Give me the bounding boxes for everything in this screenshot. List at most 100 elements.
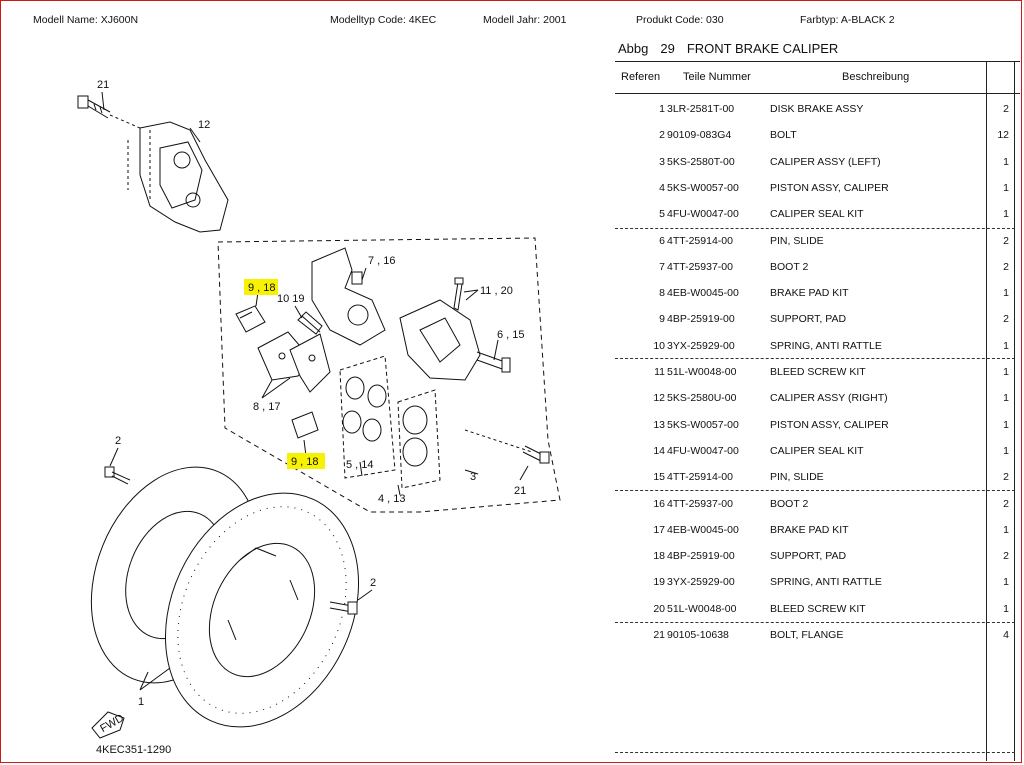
section-prefix: Abbg — [618, 41, 649, 56]
ref-cell: 15 — [653, 471, 665, 484]
quantity-cell: 1 — [1003, 181, 1009, 194]
part-number-cell: 51L-W0048-00 — [667, 602, 737, 615]
quantity-cell: 12 — [997, 129, 1009, 142]
brake-pad-icon — [257, 331, 331, 393]
quantity-cell: 1 — [1003, 444, 1009, 457]
description-cell: CALIPER SEAL KIT — [770, 208, 864, 221]
description-cell: BOLT — [770, 129, 797, 142]
ref-cell: 18 — [653, 550, 665, 563]
description-cell: PIN, SLIDE — [770, 234, 824, 247]
quantity-cell: 1 — [1003, 366, 1009, 378]
description-cell: SPRING, ANTI RATTLE — [770, 339, 882, 352]
ref-cell: 17 — [653, 523, 665, 536]
ref-cell: 4 — [659, 181, 665, 194]
callout-label: 6 , 15 — [497, 329, 525, 341]
bolt-icon — [77, 95, 141, 129]
part-number-cell: 90105-10638 — [667, 629, 729, 641]
group-divider — [615, 228, 1015, 229]
bolt-icon — [329, 601, 358, 615]
ref-cell: 10 — [653, 339, 665, 352]
part-number-cell: 5KS-2580T-00 — [667, 155, 735, 168]
pad-support-icon — [235, 305, 266, 333]
description-cell: BOOT 2 — [770, 260, 809, 273]
ref-cell: 6 — [659, 234, 665, 247]
caliper-left-icon — [311, 247, 511, 381]
description-cell: PISTON ASSY, CALIPER — [770, 418, 889, 431]
ref-cell: 12 — [653, 392, 665, 405]
part-number-cell: 3LR-2581T-00 — [667, 103, 735, 115]
quantity-cell: 2 — [1003, 313, 1009, 326]
callout-label: 9 , 18 — [248, 282, 276, 294]
quantity-cell: 1 — [1003, 155, 1009, 168]
quantity-cell: 1 — [1003, 602, 1009, 615]
quantity-cell: 2 — [1003, 234, 1009, 247]
callout-label: 4 , 13 — [378, 493, 406, 505]
quantity-cell: 2 — [1003, 260, 1009, 273]
ref-cell: 1 — [659, 103, 665, 115]
part-number-cell: 4TT-25937-00 — [667, 260, 733, 273]
column-header-part-number: Teile Nummer — [683, 71, 751, 83]
callout-label: 3 — [470, 471, 476, 483]
ref-cell: 21 — [653, 629, 665, 641]
ref-cell: 5 — [659, 208, 665, 221]
ref-cell: 3 — [659, 155, 665, 168]
column-header-description: Beschreibung — [842, 71, 910, 83]
forward-arrow-icon — [91, 711, 125, 739]
exploded-parts-diagram: 21 12 9 , 18 7 , 16 10 19 11 , 20 6 , 15… — [77, 79, 561, 756]
group-divider — [615, 622, 1015, 623]
model-type-code: Modelltyp Code: 4KEC — [330, 14, 437, 26]
part-number-cell: 3YX-25929-00 — [667, 339, 735, 352]
table-column-rule — [986, 61, 987, 761]
part-number-cell: 4FU-W0047-00 — [667, 208, 739, 221]
description-cell: BLEED SCREW KIT — [770, 602, 866, 615]
description-cell: BLEED SCREW KIT — [770, 366, 866, 378]
model-name: Modell Name: XJ600N — [33, 14, 139, 26]
caliper-right-icon — [127, 121, 229, 233]
callout-label: 1 — [138, 696, 144, 708]
description-cell: PISTON ASSY, CALIPER — [770, 181, 889, 194]
ref-cell: 14 — [653, 444, 665, 457]
group-divider — [615, 490, 1015, 491]
part-number-cell: 4FU-W0047-00 — [667, 444, 739, 457]
quantity-cell: 2 — [1003, 550, 1009, 563]
quantity-cell: 1 — [1003, 418, 1009, 431]
part-number-cell: 5KS-W0057-00 — [667, 181, 739, 194]
section-name: FRONT BRAKE CALIPER — [686, 41, 839, 56]
part-number-cell: 5KS-2580U-00 — [667, 392, 737, 405]
quantity-cell: 1 — [1003, 208, 1009, 221]
callout-label: 2 — [370, 577, 376, 589]
part-number-cell: 4EB-W0045-00 — [667, 523, 739, 536]
model-year: Modell Jahr: 2001 — [483, 14, 567, 26]
callout-label: 12 — [198, 119, 210, 131]
color-type: Farbtyp: A-BLACK 2 — [800, 14, 895, 26]
piston-icon — [397, 389, 441, 489]
part-number-cell: 4TT-25914-00 — [667, 471, 733, 484]
callout-label: 21 — [514, 485, 526, 497]
part-number-cell: 5KS-W0057-00 — [667, 418, 739, 431]
part-number-cell: 4TT-25914-00 — [667, 234, 733, 247]
section-title: Abbg 29 FRONT BRAKE CALIPER — [618, 41, 850, 56]
bolt-icon — [104, 466, 131, 485]
section-number: 29 — [660, 41, 675, 56]
quantity-cell: 1 — [1003, 287, 1009, 300]
ref-cell: 13 — [653, 418, 665, 431]
part-number-cell: 51L-W0048-00 — [667, 366, 737, 378]
ref-cell: 16 — [653, 497, 665, 510]
product-code: Produkt Code: 030 — [636, 14, 724, 26]
ref-cell: 20 — [653, 602, 665, 615]
label-highlight — [287, 453, 325, 469]
table-top-rule — [615, 61, 1020, 62]
